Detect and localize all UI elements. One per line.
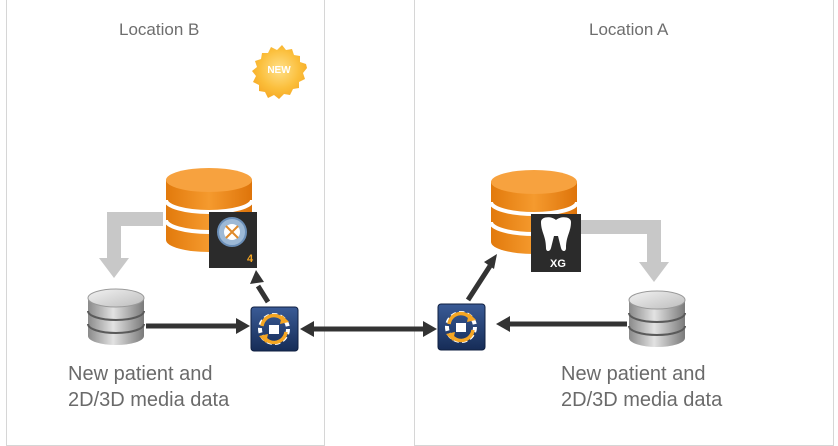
grey-database-a — [628, 290, 686, 347]
sync-icon-b — [250, 306, 299, 352]
new-badge — [252, 45, 307, 99]
app-tile-a-label: XG — [550, 258, 566, 270]
grey-arrow-a — [580, 220, 669, 282]
location-b-title: Location B — [119, 20, 200, 39]
new-badge-label: NEW — [267, 65, 291, 76]
caption-a: New patient and 2D/3D media data — [561, 361, 722, 413]
app-tile-b — [209, 212, 257, 268]
grey-arrow-b — [99, 212, 163, 278]
caption-b: New patient and 2D/3D media data — [68, 361, 229, 413]
caption-a-line2: 2D/3D media data — [561, 389, 723, 411]
arrow-sync-b-sync-a-bidirectional — [300, 321, 437, 337]
tooth-xg-icon — [541, 217, 571, 251]
sync-icon-a — [437, 303, 486, 351]
grey-database-b — [87, 288, 145, 345]
location-a-title: Location A — [589, 20, 669, 39]
caption-b-line1: New patient and — [68, 363, 213, 385]
caption-b-line2: 2D/3D media data — [68, 389, 230, 411]
caption-a-line1: New patient and — [561, 363, 706, 385]
arrow-greydb-b-to-sync-b — [146, 318, 250, 334]
arrow-sync-a-to-tile-a — [465, 254, 497, 302]
arrow-sync-b-to-tile-b — [250, 270, 271, 304]
app-tile-b-label: 4 — [247, 253, 254, 265]
arrow-greydb-a-to-sync-a — [496, 316, 627, 332]
